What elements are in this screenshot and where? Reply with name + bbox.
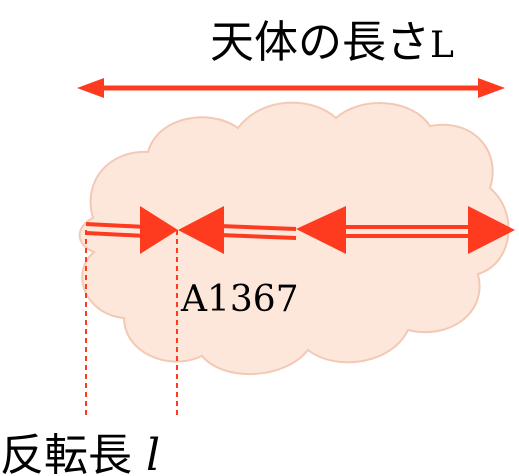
- jet-structure: [85, 206, 515, 254]
- body-length-arrowhead-right: [478, 78, 505, 98]
- jet-arrowhead-left-inner: [178, 206, 224, 254]
- reversal-length-prefix: 反転長: [0, 430, 132, 476]
- jet-arrowhead-left-middle: [296, 206, 346, 254]
- jet-arrowhead-right-outer: [468, 206, 515, 254]
- body-length-label: 天体の長さL: [210, 17, 454, 68]
- body-length-symbol: L: [430, 25, 454, 66]
- reversal-length-label: 反転長 l: [0, 430, 160, 476]
- body-length-prefix: 天体の長さ: [210, 17, 430, 68]
- body-length-arrowhead-left: [77, 78, 104, 98]
- jet-arrowhead-right-inner: [140, 206, 178, 254]
- object-name-label: A1367: [180, 279, 299, 320]
- reversal-length-symbol: l: [146, 430, 160, 476]
- reversal-length-markers: [85, 230, 178, 418]
- body-length-arrow: [77, 78, 505, 98]
